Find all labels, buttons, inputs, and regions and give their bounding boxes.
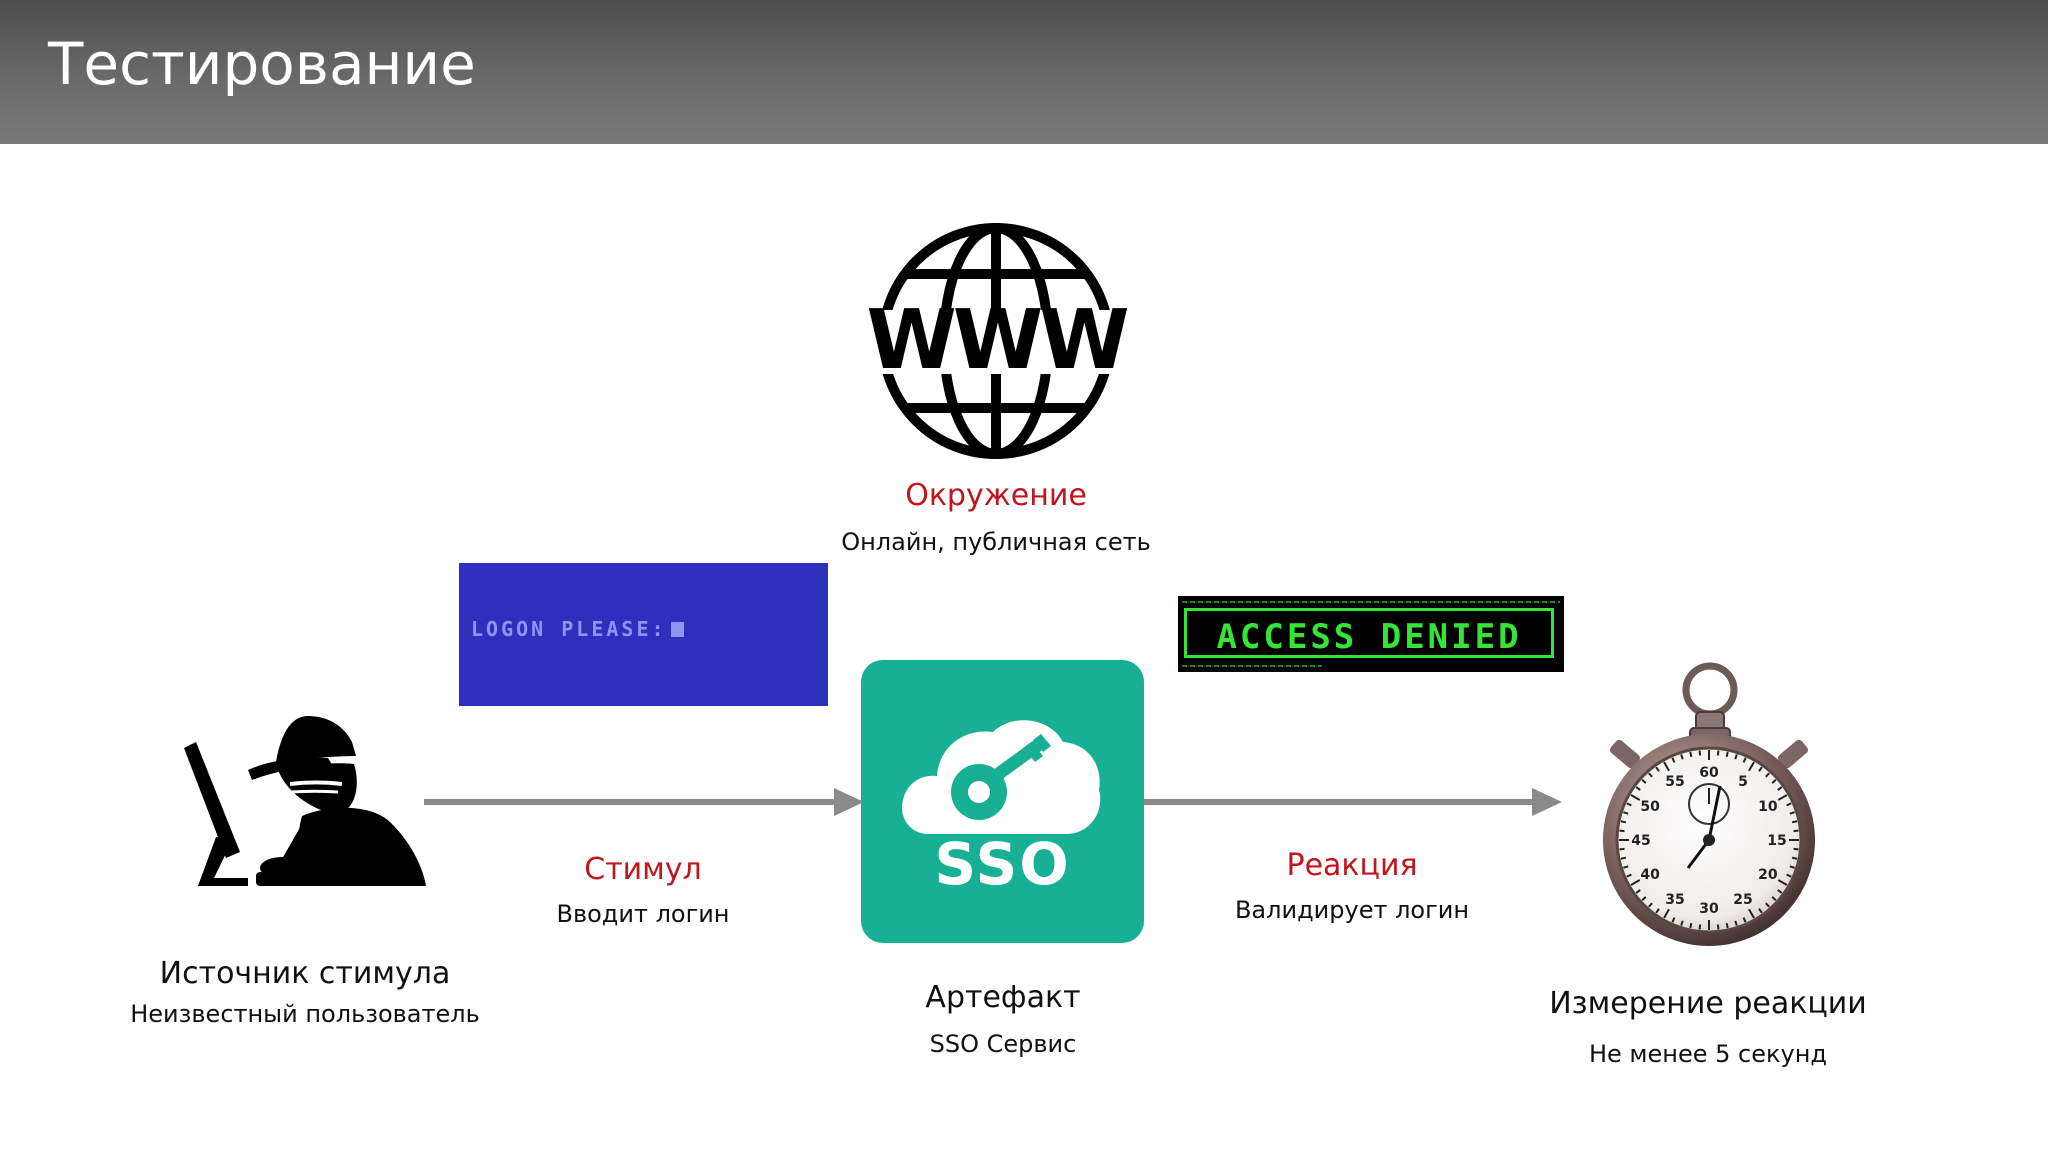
logon-screen: LOGON PLEASE:: [459, 563, 828, 706]
stimulus-source-subtitle: Неизвестный пользователь: [130, 1000, 480, 1028]
dial-number: 20: [1758, 867, 1778, 883]
dial-tick: [1620, 856, 1627, 860]
stimulus-arrow: [424, 788, 864, 816]
dial-tick: [1663, 761, 1670, 772]
access-denied-frame: ACCESS DENIED: [1184, 608, 1554, 658]
dial-tick: [1619, 829, 1625, 833]
dial-number: 45: [1631, 833, 1650, 849]
dial-tick: [1742, 757, 1747, 763]
dial-tick: [1626, 873, 1632, 878]
dial-tick: [1698, 750, 1702, 756]
dial-tick: [1777, 889, 1783, 894]
dial-tick: [1789, 811, 1795, 815]
dial-tick: [1725, 751, 1729, 758]
dial-tick: [1635, 786, 1641, 791]
dial-number: 35: [1665, 892, 1684, 908]
slide-title: Тестирование: [48, 30, 476, 98]
hacker-at-computer-icon: [184, 716, 426, 886]
dial-tick: [1623, 865, 1629, 869]
dial-number: 40: [1640, 867, 1660, 883]
dial-tick: [1671, 757, 1676, 763]
dial-tick: [1748, 908, 1755, 919]
dial-tick: [1663, 908, 1670, 919]
stimulus-title: Стимул: [584, 852, 702, 887]
dial-tick: [1619, 847, 1625, 851]
dial-tick: [1630, 879, 1641, 886]
dial-number: 55: [1665, 774, 1684, 790]
dial-tick: [1777, 786, 1783, 791]
stopwatch-icon: 60 5 10 15 20 25 30 35 40 45 50 55: [1603, 662, 1815, 946]
environment-title: Окружение: [905, 478, 1087, 513]
response-subtitle: Валидирует логин: [1234, 896, 1470, 924]
dial-tick: [1620, 820, 1627, 824]
dial-tick: [1635, 889, 1641, 894]
terminal-line-decoration: [1182, 601, 1560, 603]
dial-tick: [1716, 924, 1720, 930]
response-measure-title: Измерение реакции: [1549, 986, 1867, 1021]
stimulus-subtitle: Вводит логин: [556, 900, 730, 928]
svg-text:WWW: WWW: [866, 293, 1127, 388]
dial-tick: [1771, 779, 1777, 784]
terminal-line-decoration: [1182, 665, 1322, 667]
response-title: Реакция: [1286, 848, 1418, 883]
dial-tick: [1680, 754, 1684, 760]
sso-cloud-key-icon: SSO: [861, 660, 1144, 943]
dial-tick: [1626, 802, 1632, 807]
dial-tick: [1791, 820, 1798, 824]
dial-tick: [1765, 902, 1770, 908]
dial-tick: [1771, 896, 1777, 901]
dial-tick: [1689, 751, 1693, 758]
dial-tick: [1641, 779, 1647, 784]
www-globe-icon: WWW: [860, 223, 1132, 459]
dial-tick: [1671, 917, 1676, 923]
dial-tick: [1680, 920, 1684, 926]
dial-tick: [1748, 761, 1755, 772]
sso-badge-text: SSO: [934, 830, 1071, 898]
dial-number: 30: [1699, 901, 1719, 917]
dial-tick: [1786, 873, 1792, 878]
dial-number: 15: [1767, 833, 1786, 849]
dial-tick: [1698, 924, 1702, 930]
dial-tick: [1765, 772, 1770, 778]
dial-tick: [1758, 766, 1763, 772]
dial-tick: [1758, 908, 1763, 914]
response-measure-subtitle: Не менее 5 секунд: [1588, 1040, 1827, 1068]
dial-number: 50: [1640, 799, 1660, 815]
dial-tick: [1786, 802, 1792, 807]
access-denied-text: ACCESS DENIED: [1216, 617, 1522, 657]
dial-tick: [1777, 879, 1788, 886]
dial-number: 10: [1758, 799, 1778, 815]
access-denied-screen: ACCESS DENIED: [1178, 596, 1564, 672]
dial-tick: [1689, 922, 1693, 929]
dial-tick: [1734, 754, 1738, 760]
stimulus-source-title: Источник стимула: [159, 956, 451, 991]
dial-tick: [1648, 772, 1653, 778]
dial-tick: [1777, 794, 1788, 801]
dial-number: 5: [1738, 774, 1748, 790]
dial-tick: [1655, 766, 1660, 772]
dial-tick: [1793, 829, 1799, 833]
dial-tick: [1641, 896, 1647, 901]
dial-number: 60: [1699, 765, 1719, 781]
dial-tick: [1793, 847, 1799, 851]
artifact-subtitle: SSO Сервис: [929, 1030, 1077, 1058]
dial-tick: [1716, 750, 1720, 756]
dial-number: 25: [1733, 892, 1752, 908]
cursor-icon: [670, 622, 684, 637]
logon-text: LOGON PLEASE:: [471, 617, 667, 641]
dial-tick: [1630, 794, 1641, 801]
dial-tick: [1655, 908, 1660, 914]
artifact-title: Артефакт: [925, 980, 1081, 1015]
dial-tick: [1791, 856, 1798, 860]
slide-header: Тестирование: [0, 0, 2048, 144]
response-arrow: [1144, 788, 1562, 816]
dial-tick: [1789, 865, 1795, 869]
dial-tick: [1725, 922, 1729, 929]
dial-tick: [1623, 811, 1629, 815]
dial-tick: [1734, 920, 1738, 926]
dial-tick: [1648, 902, 1653, 908]
cloud-key-icon: [902, 720, 1101, 834]
dial-tick: [1742, 917, 1747, 923]
environment-subtitle: Онлайн, публичная сеть: [841, 528, 1151, 556]
